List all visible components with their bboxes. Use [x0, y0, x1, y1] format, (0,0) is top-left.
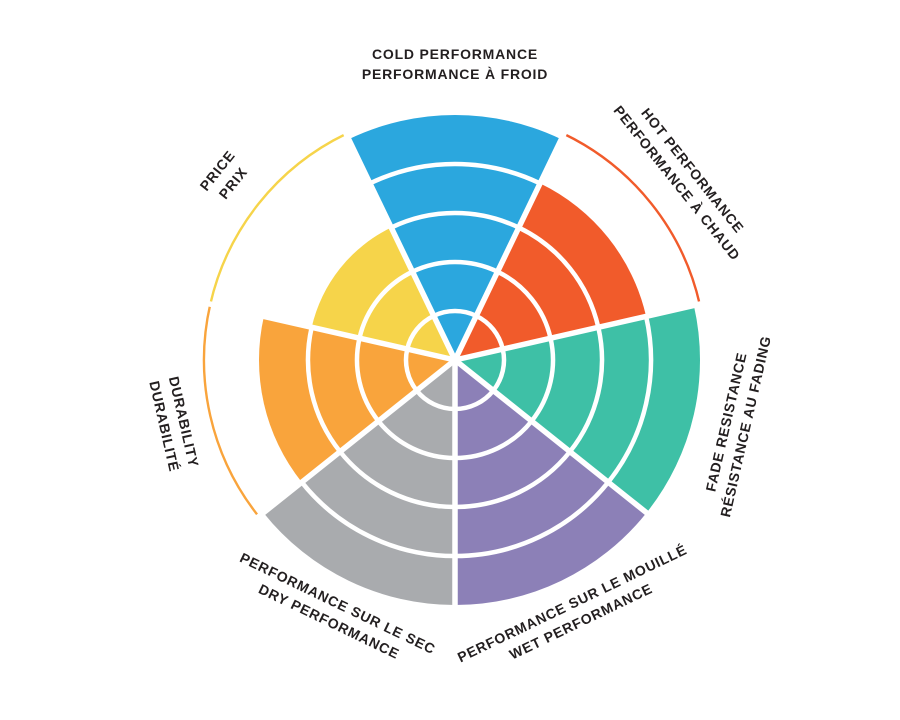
sector-hot-ring-separator-1: [475, 313, 505, 350]
sector-fade-wedge: [455, 305, 701, 513]
sector-dry-wedge: [263, 360, 455, 605]
sector-durability-ring-separator-1: [403, 348, 419, 392]
sector-hot-ring-separator-2: [496, 269, 553, 339]
label-cold-en: COLD PERFORMANCE: [372, 46, 538, 62]
sector-fade-ring-separator-1: [491, 348, 507, 392]
sector-separator-line: [202, 299, 456, 363]
sector-cold-ring-separator-1: [432, 308, 478, 318]
sector-price-max-level-arc: [209, 132, 347, 305]
sector-durability-max-level-arc: [202, 303, 260, 518]
sector-wet-ring-separator-3: [454, 450, 572, 510]
sector-dry-ring-separator-1: [414, 389, 456, 412]
label-cold-fr: PERFORMANCE À FROID: [362, 66, 548, 82]
sector-cold-wedge: [348, 114, 562, 360]
sector-dry-ring-separator-4: [300, 480, 456, 559]
sector-hot-max-level-arc: [563, 132, 701, 305]
sector-wet-wedge: [455, 360, 647, 605]
sector-wet-ring-separator-1: [454, 389, 496, 412]
sector-separator-line: [251, 357, 457, 524]
sector-separator-line: [452, 126, 570, 362]
sector-cold-ring-separator-3: [390, 210, 520, 230]
sector-separator-line: [454, 299, 708, 363]
sector-cold-ring-separator-4: [368, 161, 542, 186]
sector-fade-ring-separator-2: [529, 337, 556, 423]
sector-separator-line: [453, 357, 659, 524]
label-cold: COLD PERFORMANCE PERFORMANCE À FROID: [362, 46, 548, 82]
sector-price-ring-separator-2: [357, 269, 414, 339]
sector-fade-ring-separator-4: [606, 315, 654, 484]
sector-fade-ring-separator-3: [568, 326, 605, 454]
sector-durability-ring-separator-3: [305, 326, 342, 454]
sector-hot-wedge: [455, 183, 647, 360]
label-hot-fr: PERFORMANCE À CHAUD: [611, 102, 744, 263]
sector-dry-ring-separator-3: [338, 450, 456, 510]
sector-price-ring-separator-1: [405, 313, 435, 350]
sector-wet-ring-separator-2: [454, 419, 534, 461]
sector-hot-ring-separator-3: [517, 225, 601, 328]
label-hot-en: HOT PERFORMANCE: [638, 105, 747, 236]
sector-dry-ring-separator-2: [376, 419, 456, 461]
sector-separator-line: [340, 126, 458, 362]
sector-cold-ring-separator-2: [411, 259, 499, 274]
sector-wet-ring-separator-4: [454, 480, 610, 559]
sector-durability-ring-separator-2: [354, 337, 381, 423]
